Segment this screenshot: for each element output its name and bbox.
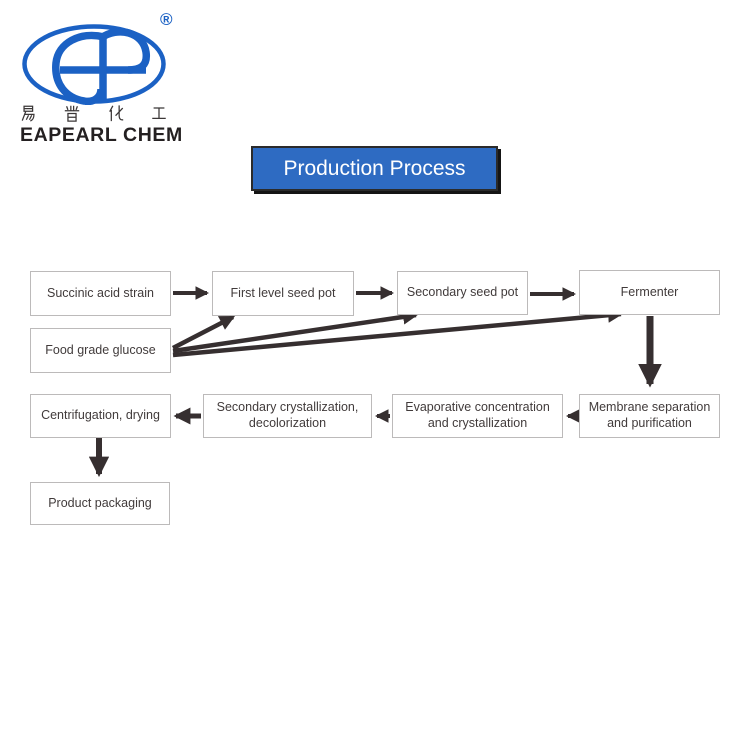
flow-node-product-packaging: Product packaging: [30, 482, 170, 525]
registered-trademark-icon: ®: [160, 10, 173, 29]
flow-node-evaporative-concentration-crystallization: Evaporative concentration and crystalliz…: [392, 394, 563, 438]
flow-node-membrane-separation-purification: Membrane separation and purification: [579, 394, 720, 438]
chinese-char-gong-icon: [152, 107, 166, 120]
section-title-banner: Production Process: [251, 146, 498, 191]
flow-node-secondary-crystallization-decolorization: Secondary crystallization, decolorizatio…: [203, 394, 372, 438]
arrow-glucose-to-secondseed: [172, 309, 419, 354]
flow-node-secondary-seed-pot: Secondary seed pot: [397, 271, 528, 315]
arrow-glucose-to-fermenter: [172, 307, 624, 358]
chinese-char-pu-icon: [65, 105, 80, 122]
eapearl-logo-icon: [22, 24, 166, 105]
flow-node-first-level-seed-pot: First level seed pot: [212, 271, 354, 316]
flow-node-centrifugation-drying: Centrifugation, drying: [30, 394, 171, 438]
flow-node-succinic-acid-strain: Succinic acid strain: [30, 271, 171, 316]
flow-node-food-grade-glucose: Food grade glucose: [30, 328, 171, 373]
chinese-char-hua-icon: [108, 105, 123, 122]
arrow-glucose-to-firstseed: [171, 315, 236, 350]
chinese-char-yi-icon: [21, 105, 35, 122]
logo-chinese-name: [20, 103, 168, 123]
company-name: EAPEARL CHEM: [20, 124, 183, 146]
flow-node-fermenter: Fermenter: [579, 270, 720, 315]
